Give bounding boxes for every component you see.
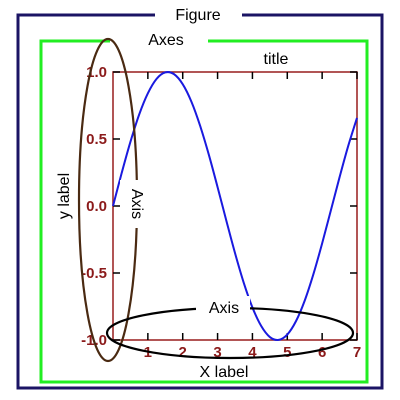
y-tick-label: -0.5 (81, 265, 107, 282)
figure-border (16, 13, 384, 390)
y-ticks (113, 71, 357, 341)
x-axis-annotation: Axis (209, 300, 239, 317)
x-axis-label: X label (200, 364, 249, 381)
x-ticks (147, 72, 358, 340)
x-tick-label: 7 (353, 344, 361, 361)
axes-border (39, 39, 369, 384)
y-tick-label: 0.0 (86, 198, 107, 215)
chart-title: title (264, 51, 289, 68)
x-tick-label: 3 (213, 344, 221, 361)
x-tick-label: 6 (318, 344, 326, 361)
y-axis-label: y label (56, 173, 73, 219)
y-axis-annotation: Axis (128, 189, 145, 219)
figure-label: Figure (175, 7, 220, 24)
x-tick-label: 5 (283, 344, 291, 361)
x-tick-label: 4 (248, 344, 257, 361)
axes-label: Axes (148, 32, 184, 49)
y-tick-label: 0.5 (86, 131, 107, 148)
x-tick-label: 2 (179, 344, 187, 361)
y-axis-label-bg (120, 180, 140, 228)
series-line-sine (112, 71, 358, 341)
x-axis-label-bg (196, 296, 250, 316)
